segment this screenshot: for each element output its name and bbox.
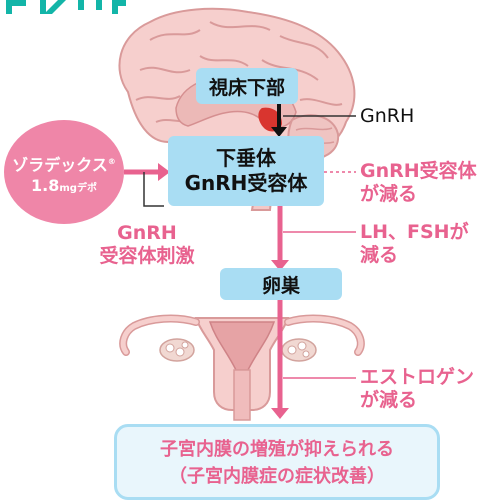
estrogen-decrease-line1: エストロゲン: [360, 366, 475, 388]
result-box: 子宮内膜の増殖が抑えられる （子宮内膜症の症状改善）: [114, 424, 440, 500]
gnrh-receptor-decrease-line1: GnRH受容体: [360, 160, 477, 182]
hypothalamus-box: 視床下部: [196, 68, 298, 104]
gnrh-receptor-stimulation-line2: 受容体刺激: [99, 245, 195, 267]
gnrh-receptor-decrease-label: GnRH受容体 が減る: [360, 160, 477, 206]
gnrh-arrow: [271, 104, 287, 137]
result-line2: （子宮内膜症の症状改善）: [169, 466, 385, 487]
header-brand-glyphs: [6, 0, 126, 14]
estrogen-decrease-line2: が減る: [360, 389, 418, 411]
pituitary-label: 下垂体: [216, 146, 276, 170]
lh-fsh-decrease-line2: 減る: [360, 244, 399, 266]
estrogen-decrease-label: エストロゲン が減る: [360, 366, 474, 412]
zoladex-badge: ゾラデックス® 1.8mgデポ: [4, 120, 124, 224]
pituitary-box: 下垂体 GnRH受容体: [168, 136, 324, 206]
flow-arrows: [124, 163, 289, 419]
gnrh-receptor-decrease-line2: が減る: [360, 183, 418, 205]
gnrh-label: GnRH: [360, 105, 415, 127]
result-line1: 子宮内膜の増殖が抑えられる: [160, 439, 394, 460]
gnrh-receptor-stimulation-label: GnRH 受容体刺激: [92, 222, 202, 268]
leader-lines: [143, 115, 356, 379]
gnrh-receptor-stimulation-line1: GnRH: [117, 222, 177, 244]
ovary-box: 卵巣: [220, 268, 342, 300]
pituitary-receptor-label: GnRH受容体: [184, 171, 308, 195]
ovary-label: 卵巣: [261, 274, 300, 297]
zoladex-name: ゾラデックス®: [12, 155, 116, 175]
lh-fsh-decrease-label: LH、FSHが 減る: [360, 221, 469, 267]
hypothalamus-label: 視床下部: [208, 76, 285, 99]
zoladex-dose: 1.8mgデポ: [31, 176, 97, 196]
registered-mark: ®: [107, 157, 116, 166]
uterus-icon: [119, 314, 365, 421]
lh-fsh-decrease-line1: LH、FSHが: [360, 221, 469, 243]
